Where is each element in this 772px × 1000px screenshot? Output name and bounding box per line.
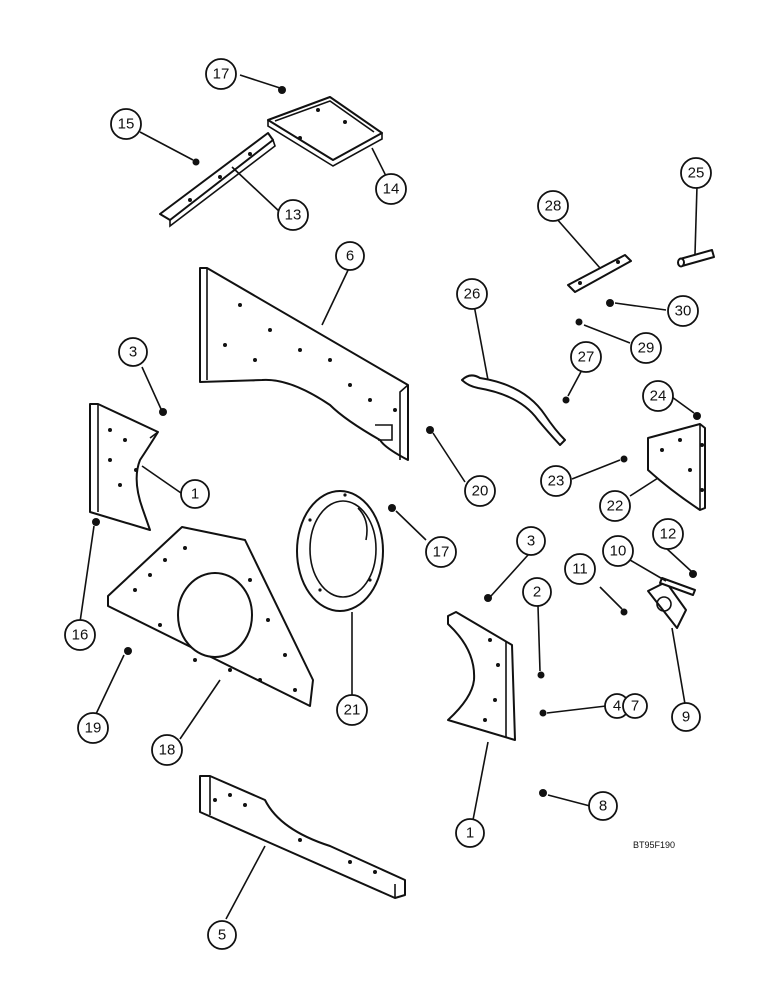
callout-19: 19 [77, 712, 109, 744]
part-28-bar [567, 254, 632, 293]
callout-18: 18 [151, 734, 183, 766]
callout-29: 29 [630, 332, 662, 364]
callout-label: 21 [344, 702, 361, 719]
callout-1-upper: 1 [180, 479, 210, 509]
part-5-beam [199, 775, 406, 899]
callout-label: 1 [466, 825, 474, 842]
callout-label: 29 [638, 340, 655, 357]
callout-6: 6 [335, 241, 365, 271]
callout-label: 12 [660, 526, 677, 543]
part-26-strap [461, 374, 566, 446]
callout-22: 22 [599, 490, 631, 522]
callout-3-right: 3 [516, 526, 546, 556]
callout-23: 23 [540, 465, 572, 497]
leader-lines [79, 74, 698, 920]
callout-label: 20 [472, 483, 489, 500]
callout-8: 8 [588, 791, 618, 821]
part-10-strip [659, 577, 696, 596]
callout-9: 9 [671, 702, 701, 732]
callout-label: 6 [346, 248, 354, 265]
callout-label: 11 [572, 561, 588, 578]
callout-label: 23 [548, 473, 565, 490]
callout-2: 2 [522, 577, 552, 607]
callout-label: 19 [85, 720, 102, 737]
callout-10: 10 [602, 535, 634, 567]
callout-label: 26 [464, 286, 481, 303]
callout-label: 28 [545, 198, 562, 215]
callout-label: 10 [610, 543, 627, 560]
callout-24: 24 [642, 380, 674, 412]
callout-label: 5 [218, 927, 226, 944]
part-18-plate [107, 526, 314, 707]
callout-label: 7 [631, 698, 639, 715]
reference-code: BT95F190 [633, 840, 675, 850]
callout-5: 5 [207, 920, 237, 950]
callout-15: 15 [110, 108, 142, 140]
callout-30: 30 [667, 295, 699, 327]
callout-17-middle: 17 [425, 536, 457, 568]
fasteners [92, 86, 701, 797]
callout-14: 14 [375, 173, 407, 205]
part-25-pin [677, 249, 715, 268]
callout-label: 22 [607, 498, 624, 515]
part-13-bar [159, 132, 276, 228]
callout-label: 3 [129, 344, 137, 361]
part-1-lower-panel [447, 611, 516, 741]
callout-13: 13 [277, 199, 309, 231]
callout-label: 4 [613, 698, 621, 715]
callout-label: 15 [118, 116, 135, 133]
callout-label: 25 [688, 165, 705, 182]
callout-label: 1 [191, 486, 199, 503]
callout-label: 18 [159, 742, 176, 759]
callout-label: 17 [433, 544, 450, 561]
part-14-plate [267, 96, 383, 167]
callout-11: 11 [564, 553, 596, 585]
callout-27: 27 [570, 341, 602, 373]
callout-label: 14 [383, 181, 400, 198]
callout-3-left: 3 [118, 337, 148, 367]
part-21-ring [296, 490, 384, 612]
part-22-bracket [647, 423, 706, 511]
callout-label: 8 [599, 798, 607, 815]
callout-label: 2 [533, 584, 541, 601]
part-6-panel [199, 267, 409, 461]
callout-28: 28 [537, 190, 569, 222]
callout-label: 13 [285, 207, 302, 224]
callout-26: 26 [456, 278, 488, 310]
callout-17-top: 17 [205, 58, 237, 90]
callout-label: 30 [675, 303, 692, 320]
callout-25: 25 [680, 157, 712, 189]
callout-12: 12 [652, 518, 684, 550]
callout-label: 9 [682, 709, 690, 726]
part-1-upper-panel [89, 403, 159, 531]
part-9-plate [647, 581, 687, 629]
callout-1-lower: 1 [455, 818, 485, 848]
callout-label: 3 [527, 533, 535, 550]
callout-20: 20 [464, 475, 496, 507]
callout-label: 27 [578, 349, 595, 366]
callout-label: 16 [72, 627, 89, 644]
callout-label: 17 [213, 66, 230, 83]
callout-21: 21 [336, 694, 368, 726]
callout-7: 7 [622, 693, 648, 719]
callout-label: 24 [650, 388, 667, 405]
callout-16: 16 [64, 619, 96, 651]
